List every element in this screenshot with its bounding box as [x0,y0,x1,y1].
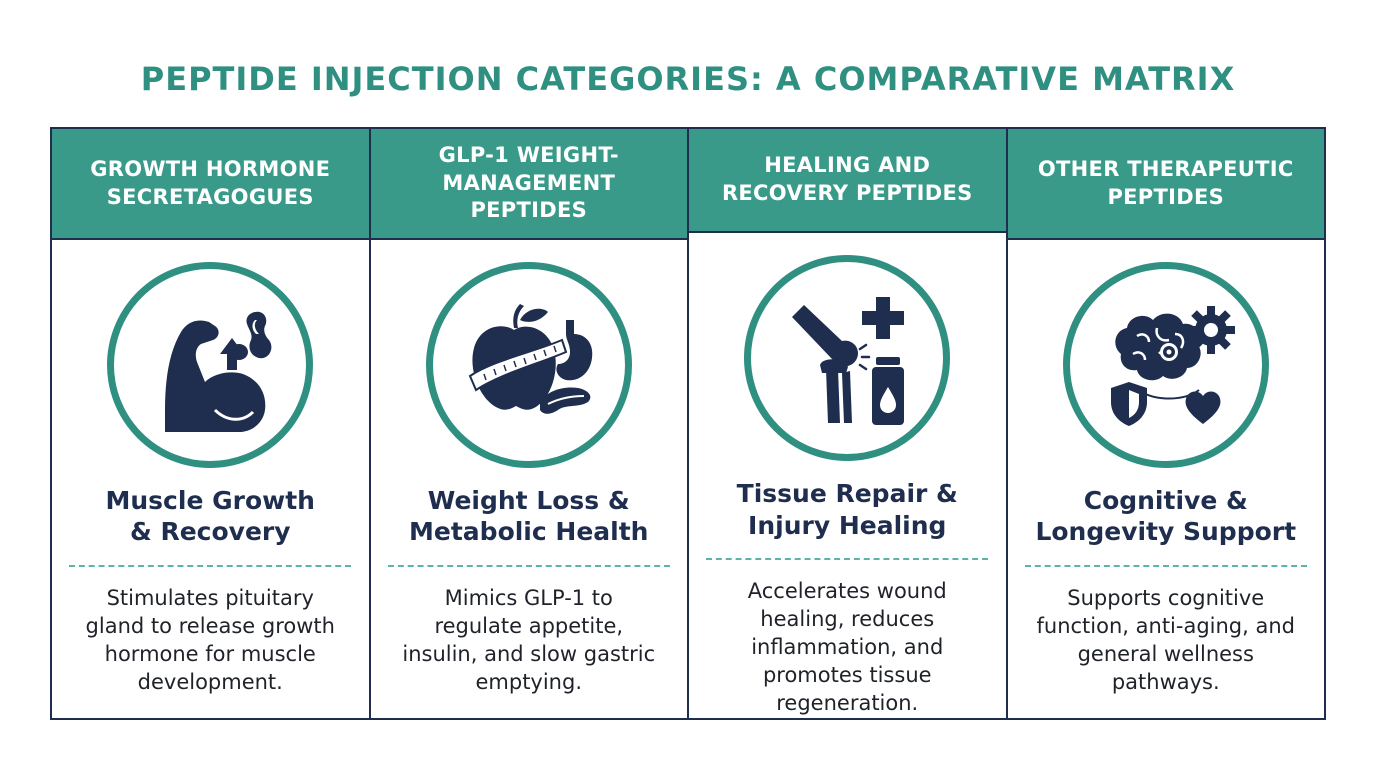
dashed-divider [706,558,989,561]
benefit-title: Muscle Growth & Recovery [105,486,315,547]
apple-measuring-tape-icon [468,304,593,414]
description-text: Supports cognitive function, anti-aging,… [1036,586,1296,694]
benefit-title: Weight Loss & Metabolic Health [409,486,649,547]
column-body: Muscle Growth & Recovery Stimulates pitu… [52,240,369,718]
icon-ring [744,255,951,462]
column-header: HEALING AND RECOVERY PEPTIDES [689,129,1006,234]
description-text: Mimics GLP-1 to regulate appetite, insul… [402,586,656,694]
benefit-title: Cognitive & Longevity Support [1035,486,1297,547]
benefit-title: Tissue Repair & Injury Healing [736,479,958,540]
column-header-label: HEALING AND RECOVERY PEPTIDES [721,153,973,206]
dashed-divider [69,565,352,567]
column-header: GLP-1 WEIGHT- MANAGEMENT PEPTIDES [370,129,687,240]
column-header-label: GROWTH HORMONE SECRETAGOGUES [90,156,331,209]
column-body: Cognitive & Longevity Support Supports c… [1008,240,1325,718]
page-title: PEPTIDE INJECTION CATEGORIES: A COMPARAT… [140,60,1236,98]
column-other-therapeutic: OTHER THERAPEUTIC PEPTIDES [1005,129,1325,718]
knee-joint-medical-cross-icon [792,297,905,426]
comparison-matrix: GROWTH HORMONE SECRETAGOGUES Muscle Grow… [50,127,1326,720]
column-header: OTHER THERAPEUTIC PEPTIDES [1007,129,1324,240]
icon-ring [425,262,632,468]
icon-ring [1062,262,1269,468]
icon-ring [107,262,314,468]
dashed-divider [1024,565,1307,567]
column-header-label: GLP-1 WEIGHT- MANAGEMENT PEPTIDES [438,142,619,223]
dashed-divider [387,565,670,567]
brain-gears-shield-heart-icon [1110,306,1235,426]
column-header: GROWTH HORMONE SECRETAGOGUES [52,129,369,240]
column-growth-hormone: GROWTH HORMONE SECRETAGOGUES Muscle Grow… [52,129,369,718]
column-body: Tissue Repair & Injury Healing Accelerat… [689,233,1006,718]
column-body: Weight Loss & Metabolic Health Mimics GL… [371,240,688,718]
column-header-label: OTHER THERAPEUTIC PEPTIDES [1037,156,1294,209]
column-healing: HEALING AND RECOVERY PEPTIDES [687,129,1006,718]
flexed-arm-muscle-icon [165,311,272,432]
description-text: Accelerates wound healing, reduces infla… [747,579,947,716]
column-glp1: GLP-1 WEIGHT- MANAGEMENT PEPTIDES [368,129,688,718]
description-text: Stimulates pituitary gland to release gr… [85,586,335,694]
